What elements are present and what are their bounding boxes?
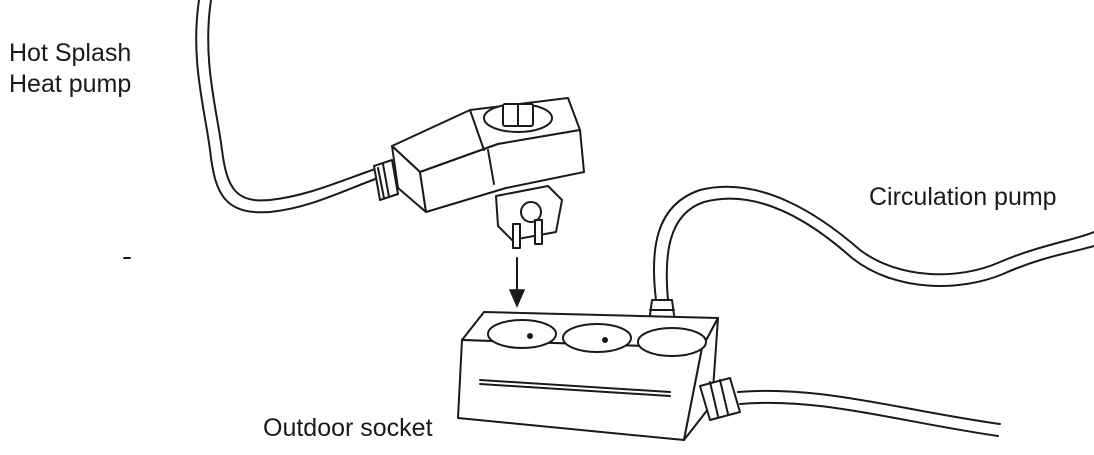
socket-supply-cable	[699, 377, 1001, 437]
insert-arrow	[508, 257, 526, 308]
protective-adapter	[391, 97, 585, 249]
outdoor-socket-label: Outdoor socket	[263, 414, 433, 442]
heat-pump-label: Hot Splash Heat pump	[9, 38, 131, 100]
heat-pump-label-line1: Hot Splash	[9, 39, 132, 67]
heat-pump-cable	[195, 0, 379, 214]
heat-pump-strain-relief	[373, 159, 399, 201]
heat-pump-label-line2: Heat pump	[9, 70, 132, 98]
circulation-pump-cable	[653, 185, 1094, 301]
outdoor-socket-strip	[457, 311, 719, 441]
circulation-pump-label: Circulation pump	[869, 183, 1057, 211]
